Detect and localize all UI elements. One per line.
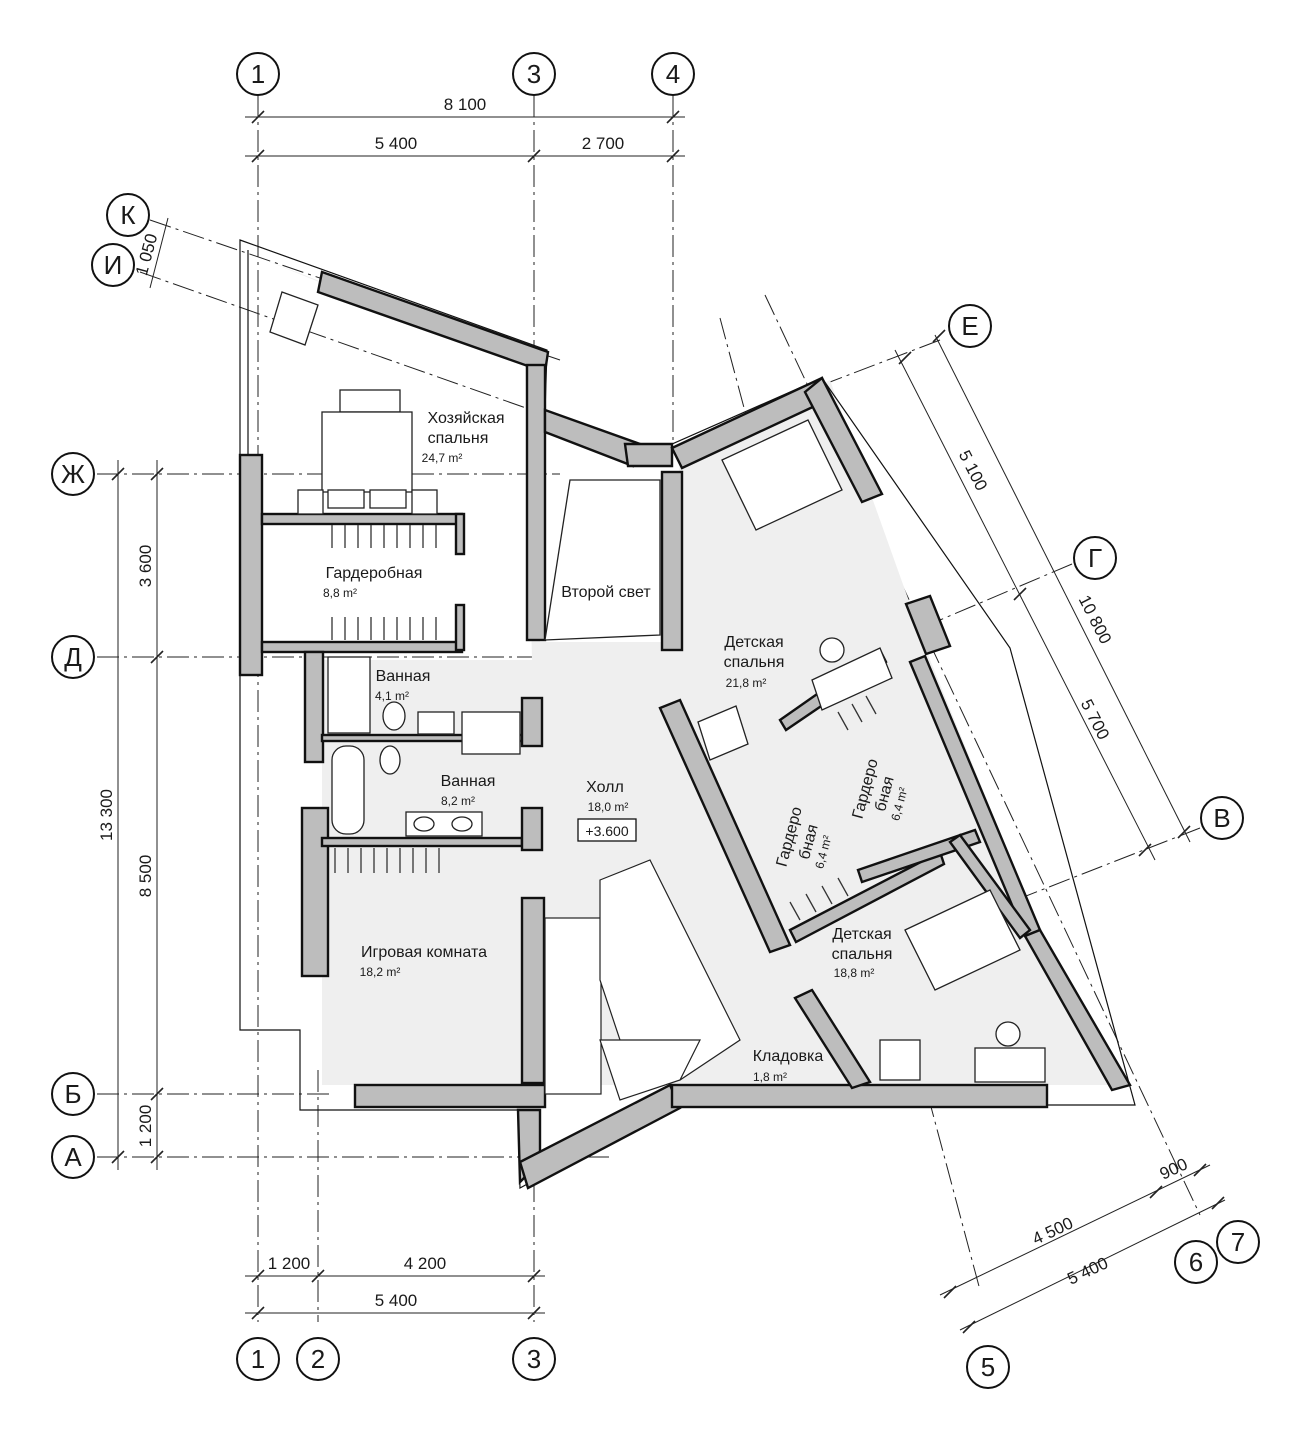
svg-text:И: И (104, 250, 123, 280)
axis-right-5: 5 (966, 1345, 1010, 1389)
room-kids-bedroom-2: Детская спальня 18,8 m² (832, 926, 893, 980)
svg-text:2: 2 (311, 1344, 325, 1374)
axis-left-b: Б (51, 1072, 95, 1116)
wardrobe-hatch-play (334, 848, 440, 873)
svg-text:Хозяйская: Хозяйская (427, 410, 504, 427)
svg-text:В: В (1213, 803, 1230, 833)
axis-left-k: К (106, 193, 150, 237)
svg-text:3: 3 (527, 59, 541, 89)
svg-text:Ванная: Ванная (441, 773, 496, 790)
axis-right-7: 7 (1216, 1220, 1260, 1264)
svg-text:1: 1 (251, 59, 265, 89)
axis-top-4: 4 (651, 52, 695, 96)
svg-text:Детская: Детская (832, 926, 891, 943)
svg-text:Кладовка: Кладовка (753, 1048, 824, 1065)
svg-text:К: К (120, 200, 135, 230)
svg-text:Холл: Холл (586, 779, 624, 796)
svg-text:Ж: Ж (61, 459, 85, 489)
svg-text:6: 6 (1189, 1247, 1203, 1277)
dim-right-g-v: 5 700 (1077, 696, 1113, 743)
dim-left-total: 13 300 (97, 789, 116, 841)
svg-text:спальня: спальня (832, 946, 893, 963)
dim-bottom-2-3: 4 200 (404, 1254, 447, 1273)
svg-text:18,2 m²: 18,2 m² (360, 965, 401, 979)
axis-markers: 1 3 4 1 2 3 К И Ж Д Б А Е Г В 7 6 5 (51, 52, 1260, 1389)
svg-text:3: 3 (527, 1344, 541, 1374)
svg-text:А: А (64, 1142, 82, 1172)
axis-bottom-3: 3 (512, 1337, 556, 1381)
dim-left-b-a: 1 200 (136, 1105, 155, 1148)
room-wardrobe-master: Гардеробная 8,8 m² (323, 565, 422, 600)
room-storage: Кладовка 1,8 m² (753, 1048, 824, 1084)
dim-diag-5-6: 4 500 (1029, 1213, 1076, 1248)
dim-left-ki: 1 050 (132, 232, 161, 278)
axis-left-d: Д (51, 635, 95, 679)
level-mark: +3.600 (585, 823, 628, 839)
axis-top-3: 3 (512, 52, 556, 96)
dim-top-total: 8 100 (444, 95, 487, 114)
axis-right-e: Е (948, 304, 992, 348)
svg-text:4,1 m²: 4,1 m² (375, 689, 409, 703)
room-playroom: Игровая комната 18,2 m² (360, 944, 487, 979)
room-bathroom-small: Ванная 4,1 m² (375, 668, 430, 703)
room-second-light: Второй свет (561, 584, 651, 601)
axis-right-g: Г (1073, 536, 1117, 580)
svg-text:Д: Д (64, 642, 82, 672)
dim-bottom-1-2: 1 200 (268, 1254, 311, 1273)
room-kids-bedroom-1: Детская спальня 21,8 m² (724, 634, 785, 690)
dim-left-d-b: 8 500 (136, 855, 155, 898)
dim-left-zh-d: 3 600 (136, 545, 155, 588)
dim-top-left: 5 400 (375, 134, 418, 153)
room-master-bedroom: Хозяйская спальня 24,7 m² (422, 410, 505, 465)
dim-diag-6-7: 900 (1157, 1154, 1191, 1183)
axis-right-6: 6 (1174, 1240, 1218, 1284)
dim-right-total: 10 800 (1075, 592, 1116, 647)
dim-bottom-total: 5 400 (375, 1291, 418, 1310)
svg-text:Гардеробная: Гардеробная (326, 565, 423, 582)
svg-text:4: 4 (666, 59, 680, 89)
svg-text:Б: Б (64, 1079, 81, 1109)
svg-text:18,8 m²: 18,8 m² (834, 966, 875, 980)
furniture (269, 291, 1046, 1101)
walls (238, 239, 1136, 1190)
axis-bottom-2: 2 (296, 1337, 340, 1381)
axis-left-a: А (51, 1135, 95, 1179)
dim-right-e-g: 5 100 (955, 447, 991, 494)
svg-text:Ванная: Ванная (376, 668, 431, 685)
svg-text:21,8 m²: 21,8 m² (726, 676, 767, 690)
svg-text:1: 1 (251, 1344, 265, 1374)
svg-text:Г: Г (1088, 543, 1102, 573)
svg-text:Игровая комната: Игровая комната (361, 944, 487, 961)
room-bathroom-large: Ванная 8,2 m² (441, 773, 496, 808)
room-hall: Холл 18,0 m² +3.600 (577, 779, 637, 842)
svg-text:спальня: спальня (428, 430, 489, 447)
svg-text:8,8 m²: 8,8 m² (323, 586, 357, 600)
wardrobe-hatch-bottom (331, 617, 437, 640)
axis-left-i: И (91, 243, 135, 287)
wardrobe-hatch-kids (789, 695, 877, 921)
axis-left-zh: Ж (51, 452, 95, 496)
axis-right-v: В (1200, 796, 1244, 840)
svg-text:1,8 m²: 1,8 m² (753, 1070, 787, 1084)
svg-text:Детская: Детская (724, 634, 783, 651)
dim-top-right: 2 700 (582, 134, 625, 153)
svg-text:7: 7 (1231, 1227, 1245, 1257)
svg-text:18,0 m²: 18,0 m² (588, 800, 629, 814)
svg-text:5: 5 (981, 1352, 995, 1382)
svg-text:Е: Е (961, 311, 978, 341)
dim-diag-total: 5 400 (1064, 1253, 1111, 1288)
axis-top-1: 1 (236, 52, 280, 96)
svg-text:8,2 m²: 8,2 m² (441, 794, 475, 808)
svg-text:24,7 m²: 24,7 m² (422, 451, 463, 465)
svg-text:Второй свет: Второй свет (561, 584, 651, 601)
svg-text:спальня: спальня (724, 654, 785, 671)
wardrobe-hatch-top (331, 525, 437, 548)
axis-bottom-1: 1 (236, 1337, 280, 1381)
